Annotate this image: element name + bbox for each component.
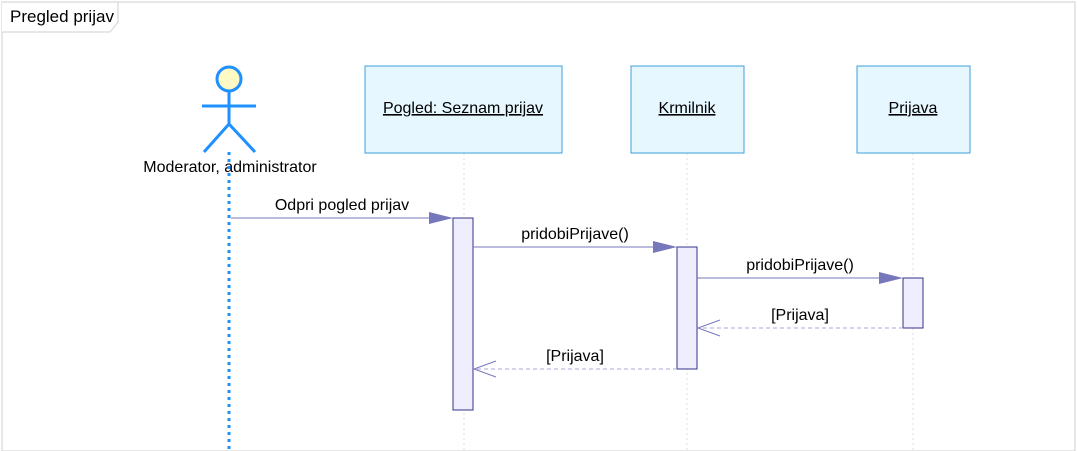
lifeline-view[interactable]: Pogled: Seznam prijav xyxy=(364,65,563,451)
lifeline-controller-box xyxy=(630,65,745,154)
lifeline-view-name: Pogled: Seznam prijav xyxy=(383,100,543,117)
activation-entity xyxy=(902,277,924,329)
return-arrowhead-icon xyxy=(472,360,497,378)
sync-arrowhead-icon xyxy=(429,212,453,224)
actor[interactable]: Moderator, administrator xyxy=(143,65,317,451)
lifeline-entity-box xyxy=(856,65,971,154)
message-label: pridobiPrijave() xyxy=(746,257,854,274)
sync-arrowhead-icon xyxy=(879,272,903,284)
lifeline-controller-name: Krmilnik xyxy=(659,100,717,117)
message-label: Odpri pogled prijav xyxy=(275,197,409,214)
message-label: [Prijava] xyxy=(771,307,829,324)
lifeline-entity[interactable]: Prijava xyxy=(856,65,971,451)
message-label: [Prijava] xyxy=(546,348,604,365)
message-label: pridobiPrijave() xyxy=(521,226,629,243)
return-arrowhead-icon xyxy=(696,319,721,337)
activation-view xyxy=(452,217,474,411)
lifeline-entity-name: Prijava xyxy=(889,100,938,117)
message-get-reports-1[interactable]: pridobiPrijave() xyxy=(473,226,677,253)
message-open-view[interactable]: Odpri pogled prijav xyxy=(231,197,453,224)
message-get-reports-2[interactable]: pridobiPrijave() xyxy=(697,257,903,284)
stick-figure-actor-icon xyxy=(202,65,257,154)
message-return-controller[interactable]: [Prijava] xyxy=(472,348,677,378)
lifeline-view-box xyxy=(364,65,563,154)
activation-controller xyxy=(676,246,698,370)
message-return-entity[interactable]: [Prijava] xyxy=(696,307,903,337)
frame-title-tab xyxy=(2,1,119,33)
frame-title: Pregled prijav xyxy=(10,7,114,26)
sync-arrowhead-icon xyxy=(653,241,677,253)
lifeline-controller[interactable]: Krmilnik xyxy=(630,65,745,451)
